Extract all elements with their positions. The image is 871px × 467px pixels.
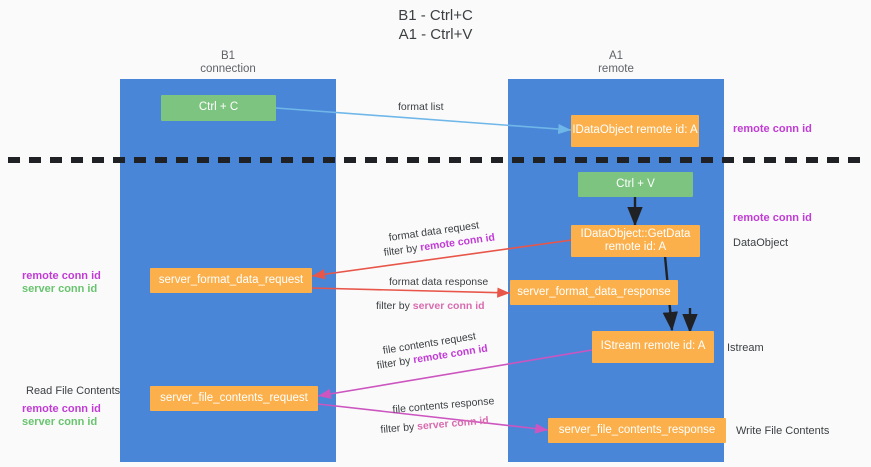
arrow-label-format-list: format list (398, 101, 444, 113)
server-file-contents-request-box[interactable]: server_file_contents_request (150, 386, 318, 411)
column-header-b1: B1 connection (200, 50, 256, 75)
server-format-data-request-box[interactable]: server_format_data_request (150, 268, 312, 293)
filter-prefix: filter by (376, 300, 413, 312)
filter-key-server-conn-id: server conn id (416, 414, 490, 433)
note-dataobject: DataObject (733, 237, 789, 249)
note-remote-conn-id-top: remote conn id (733, 123, 812, 135)
column-header-a1: A1 remote (598, 50, 634, 75)
ctrl-v-box[interactable]: Ctrl + V (578, 172, 693, 197)
filter-key-server-conn-id: server conn id (412, 300, 485, 312)
note-read-file-contents: Read File Contents (26, 385, 121, 397)
note-remote-conn-id-mid: remote conn id (733, 212, 812, 224)
istream-box[interactable]: IStream remote id: A (592, 331, 714, 363)
note-left-server-conn-id-2: server conn id (22, 416, 98, 428)
note-left-server-conn-id: server conn id (22, 283, 98, 295)
filter-prefix: filter by (380, 420, 418, 436)
idataobject-box[interactable]: IDataObject remote id: A (571, 115, 699, 147)
filter-prefix: filter by (376, 354, 415, 372)
server-file-contents-response-box[interactable]: server_file_contents_response (548, 418, 726, 443)
server-format-data-response-box[interactable]: server_format_data_response (510, 280, 678, 305)
note-left-remote-conn-id-2: remote conn id (22, 403, 101, 415)
arrow-label-format-data-response-filter: filter by server conn id (376, 300, 485, 313)
ctrl-c-box[interactable]: Ctrl + C (161, 95, 276, 121)
filter-prefix: filter by (383, 241, 422, 259)
idataobject-getdata-box[interactable]: IDataObject::GetData remote id: A (571, 225, 700, 257)
note-istream: Istream (727, 342, 764, 354)
arrow-label-file-contents-response: file contents response (392, 395, 495, 417)
note-left-remote-conn-id: remote conn id (22, 270, 101, 282)
arrow-label-format-data-response: format data response (389, 276, 489, 288)
note-write-file-contents: Write File Contents (736, 425, 830, 437)
diagram-title: B1 - Ctrl+C A1 - Ctrl+V (398, 7, 473, 43)
arrow-label-file-contents-response-filter: filter by server conn id (380, 415, 489, 437)
file-contents-response-text: file contents response (392, 395, 495, 416)
